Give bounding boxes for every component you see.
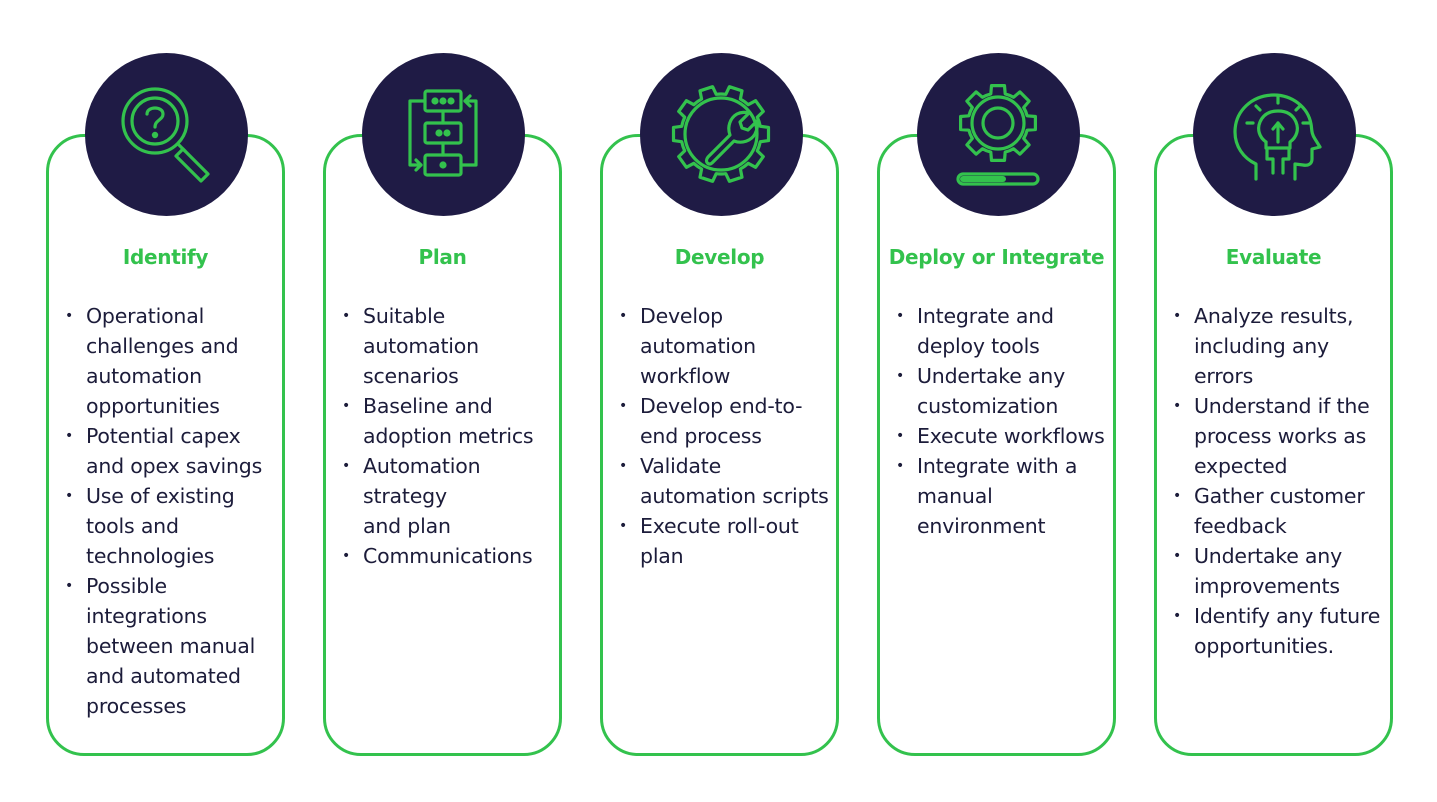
step-items: Integrate and deploy tools Undertake any…	[896, 301, 1113, 541]
list-item: Potential capex and opex savings	[65, 421, 282, 481]
list-item: Use of existing tools and technologies	[65, 481, 282, 571]
gear-wrench-icon	[671, 85, 771, 183]
list-item: Undertake any customization	[896, 361, 1113, 421]
list-item: Develop end-to- end process	[619, 391, 836, 451]
list-item: Analyze results, including any errors	[1173, 301, 1390, 391]
step-title: Develop	[674, 245, 765, 269]
list-item: Gather customer feedback	[1173, 481, 1390, 541]
step-icon-circle-develop	[640, 53, 803, 216]
gear-outline	[671, 85, 771, 183]
list-item: Execute roll-out plan	[619, 511, 836, 571]
list-item: Develop automation workflow	[619, 301, 836, 391]
list-item: Possible integrations between manual and…	[65, 571, 282, 721]
list-item: Undertake any improvements	[1173, 541, 1390, 601]
step-title: Evaluate	[1225, 245, 1322, 269]
step-title: Deploy or Integrate	[888, 245, 1105, 269]
step-title: Identify	[122, 245, 209, 269]
list-item: Integrate and deploy tools	[896, 301, 1113, 361]
step-icon-circle-evaluate	[1193, 53, 1356, 216]
step-items: Suitable automation scenarios Baseline a…	[342, 301, 559, 571]
gear-progress-icon	[956, 84, 1040, 186]
list-item: Baseline and adoption metrics	[342, 391, 559, 451]
list-item: Validate automation scripts	[619, 451, 836, 511]
head-lightbulb-icon	[1233, 93, 1322, 181]
list-item: Understand if the process works as expec…	[1173, 391, 1390, 481]
list-item: Suitable automation scenarios	[342, 301, 559, 391]
list-item: Identify any future opportunities.	[1173, 601, 1390, 661]
step-items: Operational challenges and automation op…	[65, 301, 282, 721]
list-item: Automation strategy and plan	[342, 451, 559, 541]
list-item: Communications	[342, 541, 559, 571]
step-title: Plan	[418, 245, 467, 269]
step-icon-circle-identify	[85, 53, 248, 216]
magnifier-question-icon	[121, 87, 210, 183]
step-card-deploy: Deploy or Integrate Integrate and deploy…	[877, 134, 1116, 756]
step-card-identify: Identify Operational challenges and auto…	[46, 134, 285, 756]
step-icon-circle-plan	[362, 53, 525, 216]
step-card-evaluate: Evaluate Analyze results, including any …	[1154, 134, 1393, 756]
flowchart-icon	[408, 89, 478, 177]
step-items: Develop automation workflow Develop end-…	[619, 301, 836, 571]
step-card-develop: Develop Develop automation workflow Deve…	[600, 134, 839, 756]
step-card-plan: Plan Suitable automation scenarios Basel…	[323, 134, 562, 756]
list-item: Execute workflows	[896, 421, 1113, 451]
step-icon-circle-deploy	[917, 53, 1080, 216]
gear-outline	[959, 84, 1037, 162]
list-item: Operational challenges and automation op…	[65, 301, 282, 421]
list-item: Integrate with a manual environment	[896, 451, 1113, 541]
step-items: Analyze results, including any errors Un…	[1173, 301, 1390, 661]
